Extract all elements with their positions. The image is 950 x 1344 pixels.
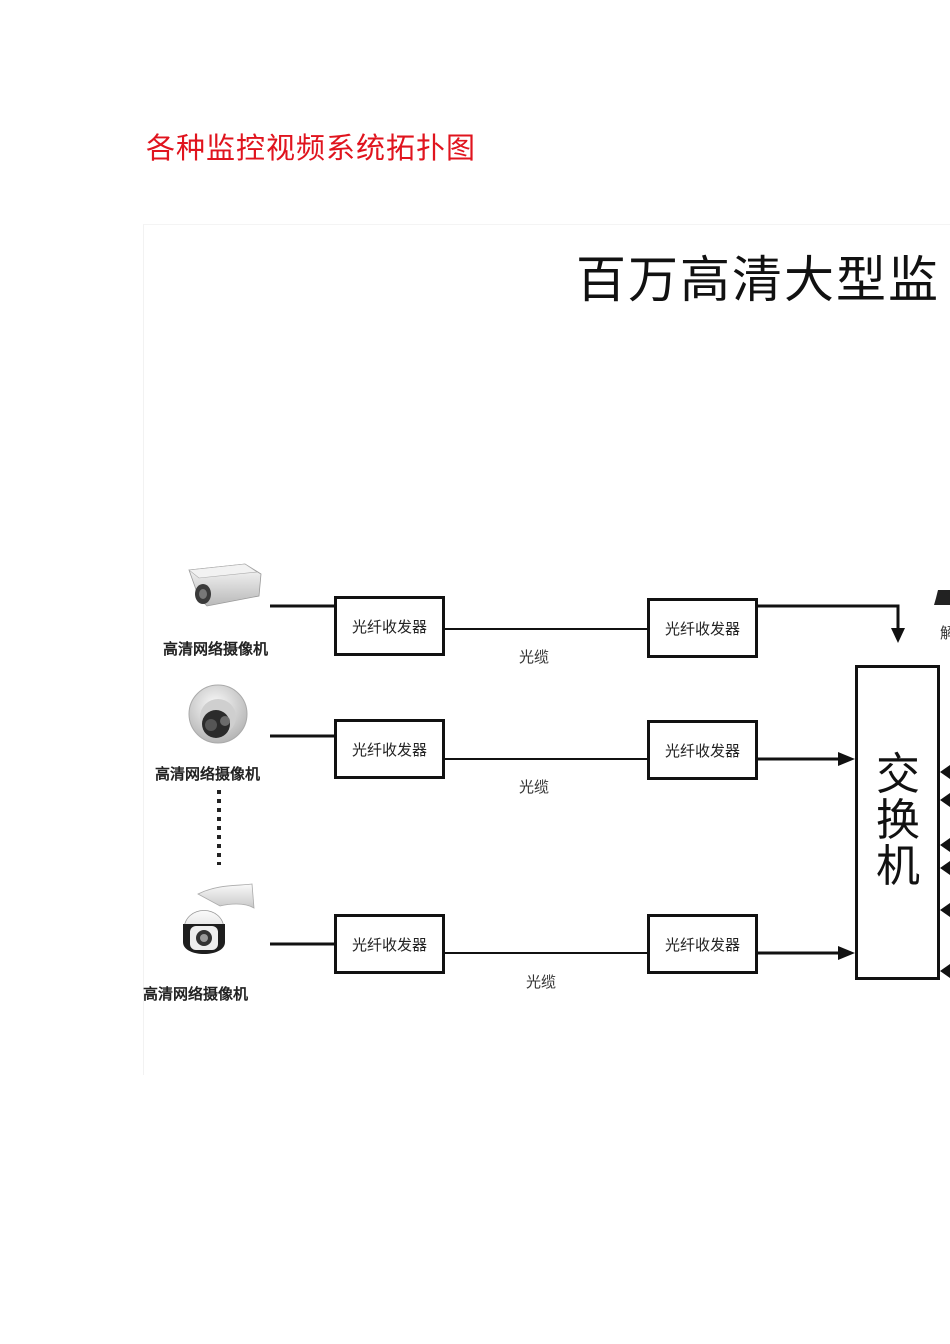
right-inbound-arrows	[940, 765, 950, 978]
arrow-left-f	[940, 964, 950, 978]
fiber-transceiver-right-1: 光纤收发器	[647, 598, 758, 658]
arrow-left-a	[940, 765, 950, 779]
arrow-right-3	[838, 946, 855, 960]
arrow-right-2	[838, 752, 855, 766]
arrow-left-d	[940, 861, 950, 875]
ptz-camera-icon	[183, 883, 255, 954]
fiber-cable-label-1: 光缆	[519, 648, 550, 666]
fiber-transceiver-left-2: 光纤收发器	[334, 719, 445, 779]
fiber-cable-label-2: 光缆	[519, 778, 550, 796]
switch-label: 交 换 机	[873, 752, 923, 890]
bullet-camera-icon	[188, 563, 262, 607]
camera-label-1: 高清网络摄像机	[163, 640, 269, 658]
cut-off-label: 解	[940, 624, 950, 642]
dome-camera-icon	[188, 684, 248, 744]
camera-label-3: 高清网络摄像机	[143, 985, 249, 1003]
fiber-cable-label-3: 光缆	[526, 973, 557, 991]
operator-icon	[934, 590, 950, 605]
topology-figure	[143, 224, 950, 1075]
fiber-transceiver-left-3: 光纤收发器	[334, 914, 445, 974]
uplink-1	[758, 604, 900, 632]
document-heading: 各种监控视频系统拓扑图	[146, 131, 477, 165]
fiber-transceiver-right-2: 光纤收发器	[647, 720, 758, 780]
fiber-transceiver-right-3: 光纤收发器	[647, 914, 758, 974]
arrow-down-1	[891, 628, 905, 643]
switch-label-char: 交	[876, 749, 920, 800]
arrow-left-b	[940, 793, 950, 807]
diagram-title: 百万高清大型监	[576, 251, 940, 309]
network-switch	[855, 665, 940, 980]
arrow-left-c	[940, 838, 950, 852]
switch-label-char: 换	[876, 795, 920, 846]
fiber-transceiver-left-1: 光纤收发器	[334, 596, 445, 656]
camera-label-2: 高清网络摄像机	[155, 765, 261, 783]
arrow-left-e	[940, 903, 950, 917]
switch-label-char: 机	[876, 841, 920, 892]
